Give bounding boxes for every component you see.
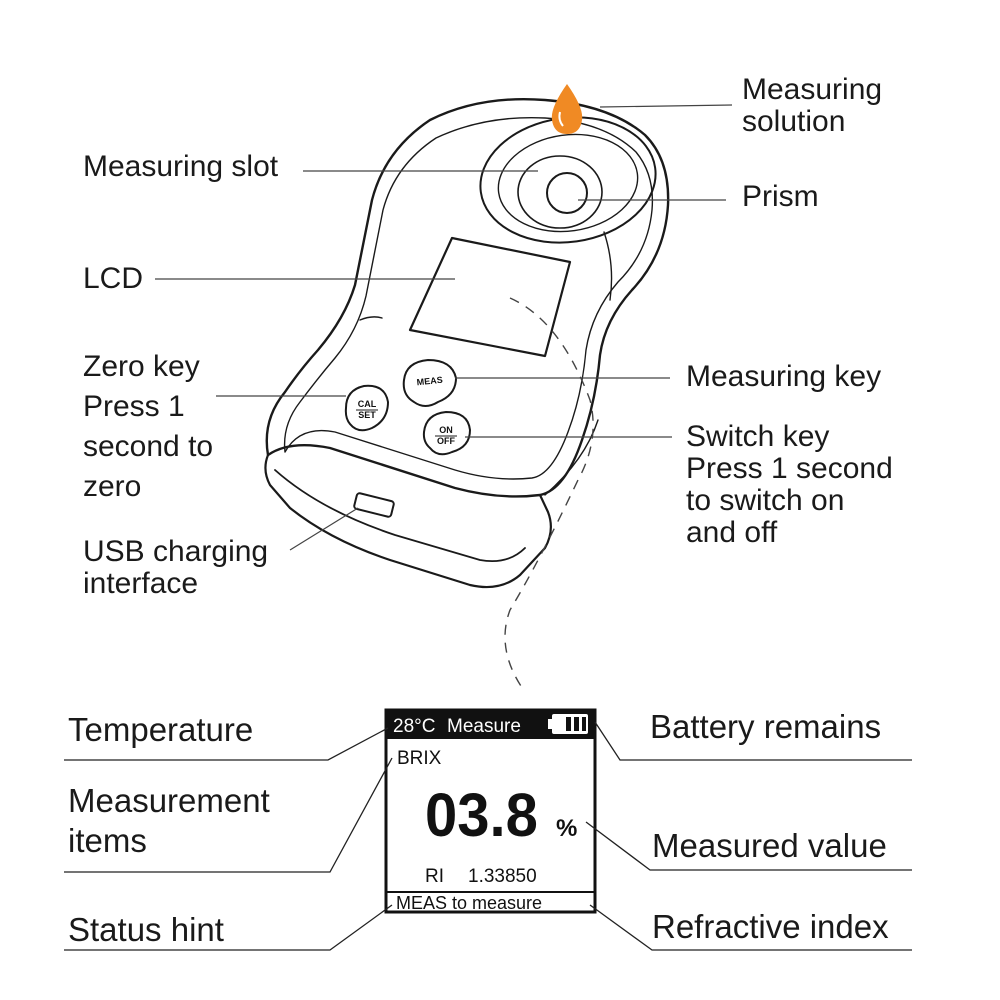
label-zero-key-line-4: zero	[83, 470, 142, 503]
screen-temperature: 28°C	[393, 716, 435, 737]
off-key-label: OFF	[437, 436, 455, 446]
prism	[546, 172, 588, 214]
device-body	[265, 97, 670, 498]
device-lcd	[408, 236, 572, 358]
label-status-hint: Status hint	[68, 911, 224, 948]
label-switch-key-line-3: to switch on	[686, 484, 845, 517]
label-measurement-items: Measurement items	[68, 781, 270, 861]
set-key-label: SET	[358, 410, 376, 420]
label-usb-line-1: USB charging	[83, 535, 269, 568]
screen-mode: Measure	[447, 716, 521, 737]
label-refractive-index: Refractive index	[652, 908, 889, 945]
usb-port	[353, 492, 395, 518]
device-base	[264, 453, 552, 589]
on-off-key[interactable]	[422, 411, 471, 456]
label-switch-key-line-4: and off	[686, 516, 778, 549]
screen-ri-label: RI	[425, 866, 444, 887]
label-zero-key-line-1: Zero key	[83, 350, 200, 383]
label-usb-line-2: interface	[83, 567, 199, 600]
label-measurement-items-line-1: Measurement	[68, 782, 270, 819]
screen-ri-value: 1.33850	[468, 866, 537, 887]
label-zero-key-line-2: Press 1	[83, 390, 185, 423]
screen-unit: %	[556, 815, 577, 842]
cal-key-label: CAL	[358, 399, 377, 409]
label-measured-value: Measured value	[652, 827, 887, 864]
solution-drop-icon	[551, 84, 583, 134]
meas-key[interactable]	[402, 359, 457, 407]
label-measurement-items-line-2: items	[68, 822, 147, 859]
label-switch-key-line-1: Switch key	[686, 420, 830, 453]
label-zero-key: Zero key Press 1 second to zero	[83, 347, 213, 507]
screen-value: 03.8	[425, 780, 538, 849]
label-switch-key: Switch key Press 1 second to switch on a…	[686, 421, 893, 549]
label-temperature: Temperature	[68, 711, 254, 748]
label-zero-key-line-3: second to	[83, 430, 214, 463]
on-key-label: ON	[439, 425, 453, 435]
label-measuring-solution: Measuring solution	[742, 74, 882, 138]
refractometer-device	[264, 97, 670, 589]
label-measuring-solution-line-1: Measuring	[742, 73, 883, 106]
label-prism: Prism	[742, 180, 819, 213]
screen-callout-lines	[64, 721, 912, 951]
label-measuring-solution-line-2: solution	[742, 105, 846, 138]
battery-icon	[548, 714, 588, 734]
callout-lines	[155, 104, 733, 693]
lcd-screen	[384, 708, 597, 914]
cal-set-key[interactable]	[344, 384, 389, 432]
label-usb: USB charging interface	[83, 536, 268, 600]
screen-hint: MEAS to measure	[396, 893, 542, 913]
label-battery: Battery remains	[650, 708, 882, 745]
screen-item: BRIX	[397, 748, 442, 769]
label-measuring-slot: Measuring slot	[83, 150, 279, 183]
label-measuring-key: Measuring key	[686, 360, 882, 393]
meas-key-label: MEAS	[416, 375, 443, 388]
label-lcd: LCD	[83, 262, 144, 295]
label-switch-key-line-2: Press 1 second	[686, 452, 893, 485]
